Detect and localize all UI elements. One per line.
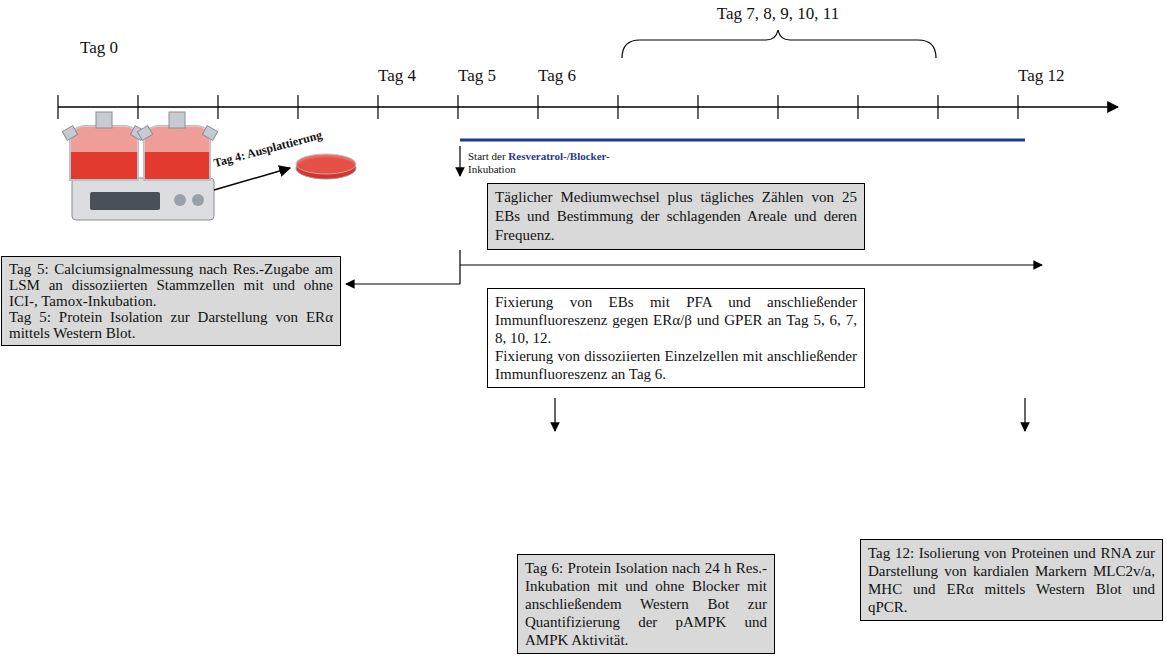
petri-dish (296, 154, 356, 179)
branch-arrow-right (460, 264, 1042, 265)
box-text: Tag 6: Protein Isolation nach 24 h Res.-… (525, 559, 767, 649)
spinner-flask-illustration (62, 112, 217, 220)
incubation-label: Resveratrol-/Blocker- (508, 150, 609, 162)
start-note: Start der Resveratrol-/Blocker-Inkubatio… (468, 150, 610, 176)
incubation-bar (460, 139, 1025, 142)
incubation-label: Inkubation (468, 163, 516, 175)
down-arrow (1024, 398, 1025, 431)
box-text: Tag 12: Isolierung von Proteinen und RNA… (868, 544, 1155, 616)
day-label: Tag 5 (458, 66, 496, 86)
incubation-label: Start der (468, 150, 506, 162)
process-box: Tag 5: Calciumsignalmessung nach Res.-Zu… (1, 256, 341, 346)
plating-arrow (214, 168, 290, 190)
timeline-axis (58, 95, 1118, 119)
start-note-line: Inkubation (468, 163, 610, 176)
box-text: Tag 5: Calciumsignalmessung nach Res.-Zu… (9, 261, 333, 309)
process-box: Tag 12: Isolierung von Proteinen und RNA… (860, 539, 1163, 621)
box-text: Fixierung von EBs mit PFA und anschließe… (495, 293, 857, 347)
branch-arrow-left (346, 283, 460, 284)
box-text: Täglicher Mediumwechsel plus tägliches Z… (495, 188, 857, 245)
box-text: Fixierung von dissoziierten Einzelzellen… (495, 347, 857, 383)
box-text: Tag 5: Protein Isolation zur Darstellung… (9, 309, 333, 341)
process-box: Täglicher Mediumwechsel plus tägliches Z… (487, 183, 865, 250)
day-label: Tag 4 (378, 66, 416, 86)
start-arrow (459, 146, 460, 176)
day-label: Tag 0 (80, 38, 118, 58)
day-label: Tag 6 (538, 66, 576, 86)
process-box: Tag 6: Protein Isolation nach 24 h Res.-… (517, 554, 775, 654)
day-label: Tag 12 (1018, 66, 1065, 86)
day-label: Tag 7, 8, 9, 10, 11 (717, 4, 839, 24)
down-arrow (554, 398, 555, 431)
process-box: Fixierung von EBs mit PFA und anschließe… (487, 288, 865, 388)
day-bracket (622, 30, 936, 58)
start-note-line: Start der Resveratrol-/Blocker- (468, 150, 610, 163)
branch-line (459, 250, 460, 284)
